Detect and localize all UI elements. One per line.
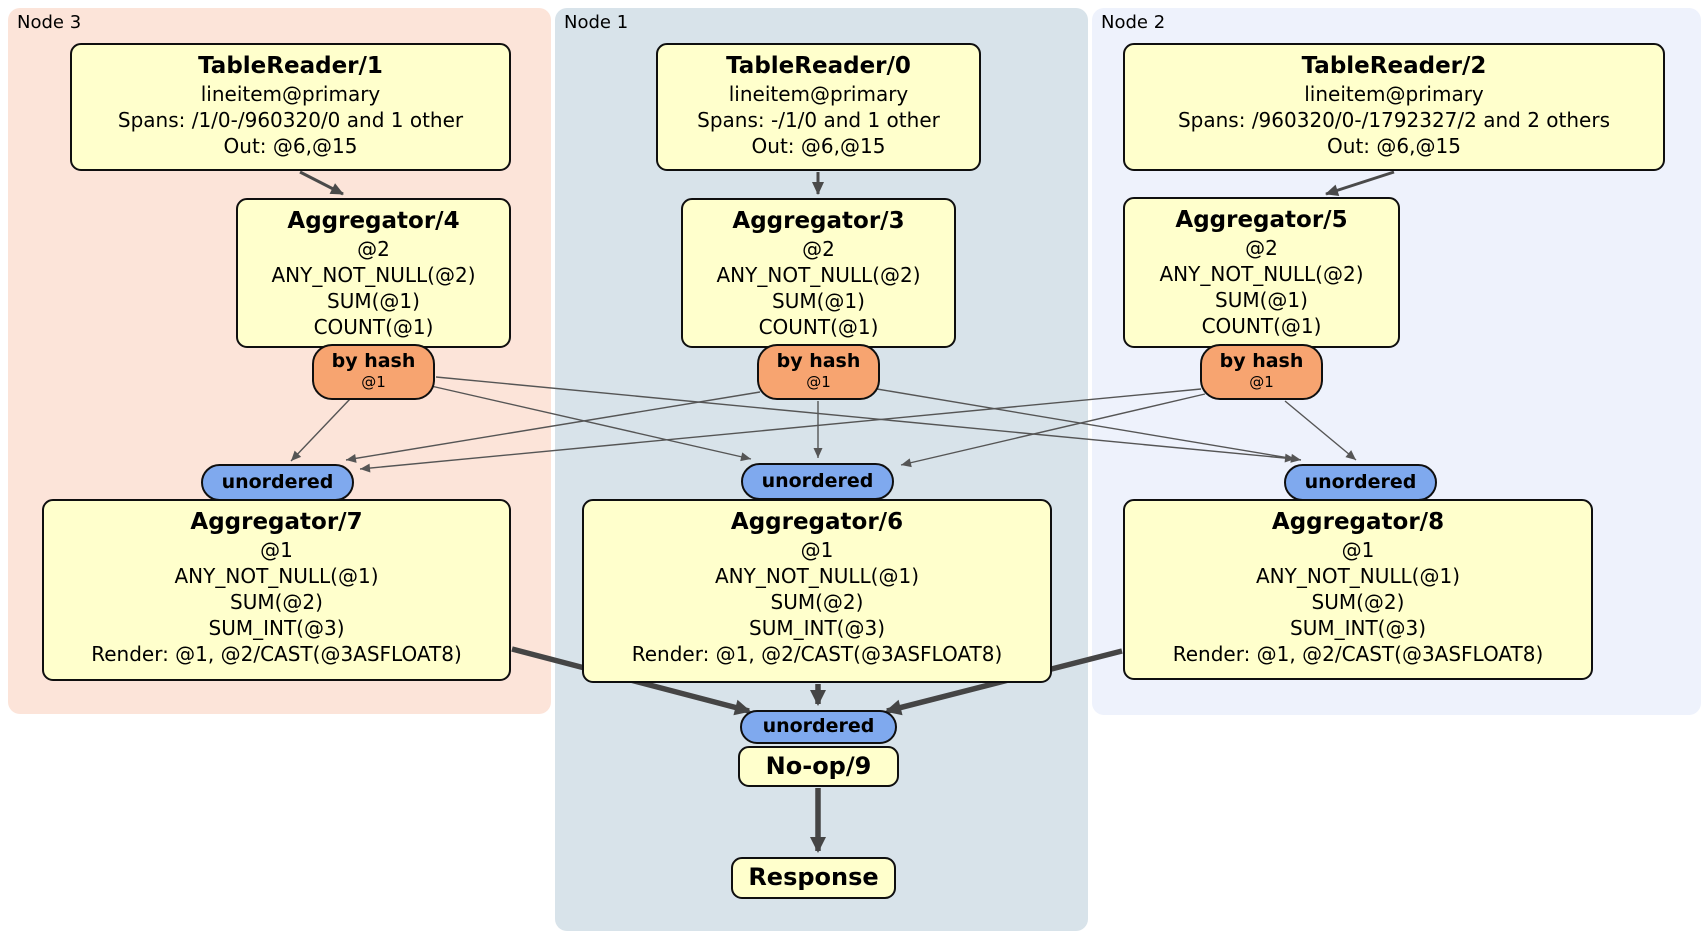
router-by-hash-key: @1 [806, 373, 831, 391]
processor-line: SUM_INT(@3) [208, 616, 345, 640]
processor-line: Render: @1, @2/CAST(@3ASFLOAT8) [91, 642, 462, 666]
processor-line: lineitem@primary [728, 82, 909, 106]
processor-line: @1 [800, 538, 834, 562]
region-node2-label: Node 2 [1101, 12, 1166, 33]
processor-line: Render: @1, @2/CAST(@3ASFLOAT8) [1172, 642, 1544, 666]
sync-unordered-node3: unordered [201, 464, 354, 501]
processor-line: ANY_NOT_NULL(@1) [174, 564, 379, 588]
processor-line: Out: @6,@15 [223, 134, 358, 158]
processor-title: Aggregator/5 [1175, 207, 1348, 233]
processor-title: No-op/9 [765, 752, 872, 780]
processor-line: @2 [357, 237, 390, 261]
router-by-hash-key: @1 [361, 373, 386, 391]
processor-line: Out: @6,@15 [751, 134, 886, 158]
region-node3-label: Node 3 [17, 12, 82, 33]
router-by-hash-key: @1 [1249, 373, 1274, 391]
processor-aggregator-5: Aggregator/5 @2 ANY_NOT_NULL(@2) SUM(@1)… [1123, 197, 1400, 348]
router-by-hash-label: by hash [1219, 350, 1304, 372]
sync-unordered-label: unordered [762, 715, 875, 737]
processor-line: @2 [1245, 236, 1278, 260]
processor-tablereader-2: TableReader/2 lineitem@primary Spans: /9… [1123, 43, 1665, 171]
processor-title: Response [748, 863, 879, 891]
processor-line: @1 [260, 538, 293, 562]
processor-line: SUM(@2) [230, 590, 323, 614]
processor-line: COUNT(@1) [758, 315, 879, 339]
sync-unordered-node1: unordered [741, 463, 894, 500]
router-by-hash-label: by hash [331, 350, 416, 372]
processor-aggregator-8: Aggregator/8 @1 ANY_NOT_NULL(@1) SUM(@2)… [1123, 499, 1593, 680]
edge-hashC-syncR [876, 388, 1302, 463]
router-by-hash-node2: by hash @1 [1200, 344, 1323, 400]
processor-line: Render: @1, @2/CAST(@3ASFLOAT8) [631, 642, 1003, 666]
processor-aggregator-7: Aggregator/7 @1 ANY_NOT_NULL(@1) SUM(@2)… [42, 499, 511, 681]
response-node: Response [731, 857, 896, 899]
processor-title: Aggregator/7 [190, 509, 363, 535]
processor-title: Aggregator/6 [730, 509, 904, 535]
processor-line: ANY_NOT_NULL(@1) [1256, 564, 1460, 588]
processor-title: TableReader/2 [1301, 53, 1487, 79]
router-by-hash-label: by hash [776, 350, 861, 372]
processor-line: COUNT(@1) [1201, 314, 1322, 338]
processor-line: Spans: /1/0-/960320/0 and 1 other [117, 108, 464, 132]
processor-line: SUM_INT(@3) [1290, 616, 1426, 640]
processor-tablereader-0: TableReader/0 lineitem@primary Spans: -/… [656, 43, 981, 171]
sync-unordered-final: unordered [740, 710, 897, 744]
processor-line: SUM(@2) [770, 590, 864, 614]
processor-line: ANY_NOT_NULL(@2) [716, 263, 921, 287]
edge-tr1-agg4 [299, 170, 344, 196]
edge-hashC-syncL [345, 391, 761, 463]
processor-line: SUM_INT(@3) [749, 616, 885, 640]
processor-aggregator-4: Aggregator/4 @2 ANY_NOT_NULL(@2) SUM(@1)… [236, 198, 511, 348]
processor-line: SUM(@2) [1311, 590, 1405, 614]
edge-hashL-syncC [430, 385, 752, 462]
processor-title: TableReader/0 [726, 53, 911, 79]
edge-hashR-syncL [359, 388, 1202, 473]
processor-line: Out: @6,@15 [1327, 134, 1461, 158]
edge-hashR-syncR [1284, 400, 1357, 461]
region-node1-label: Node 1 [564, 12, 629, 33]
processor-title: Aggregator/8 [1271, 509, 1445, 535]
processor-title: TableReader/1 [198, 53, 383, 79]
processor-aggregator-6: Aggregator/6 @1 ANY_NOT_NULL(@1) SUM(@2)… [582, 499, 1052, 683]
sync-unordered-label: unordered [1304, 471, 1417, 493]
processor-line: COUNT(@1) [313, 315, 434, 339]
router-by-hash-node1: by hash @1 [757, 344, 880, 400]
processor-line: lineitem@primary [1304, 82, 1484, 106]
processor-line: ANY_NOT_NULL(@1) [715, 564, 919, 588]
router-by-hash-node3: by hash @1 [312, 344, 435, 400]
processor-line: lineitem@primary [200, 82, 381, 106]
processor-title: Aggregator/4 [287, 208, 460, 234]
processor-line: SUM(@1) [1215, 288, 1308, 312]
processor-noop-9: No-op/9 [738, 746, 899, 787]
processor-line: ANY_NOT_NULL(@2) [271, 263, 476, 287]
edge-hashR-syncC [900, 393, 1206, 468]
edge-tr2-agg5 [1325, 170, 1395, 197]
processor-title: Aggregator/3 [732, 208, 905, 234]
processor-line: Spans: -/1/0 and 1 other [697, 108, 940, 132]
sync-unordered-label: unordered [761, 470, 874, 492]
processor-line: Spans: /960320/0-/1792327/2 and 2 others [1177, 108, 1610, 132]
sync-unordered-node2: unordered [1284, 464, 1437, 501]
processor-line: SUM(@1) [327, 289, 420, 313]
sync-unordered-label: unordered [221, 471, 334, 493]
processor-line: ANY_NOT_NULL(@2) [1159, 262, 1364, 286]
processor-tablereader-1: TableReader/1 lineitem@primary Spans: /1… [70, 43, 511, 171]
processor-line: @1 [1341, 538, 1375, 562]
processor-line: @2 [802, 237, 835, 261]
processor-aggregator-3: Aggregator/3 @2 ANY_NOT_NULL(@2) SUM(@1)… [681, 198, 956, 348]
edge-hashL-syncL [290, 398, 351, 462]
processor-line: SUM(@1) [772, 289, 865, 313]
edge-hashL-syncR [435, 376, 1296, 463]
